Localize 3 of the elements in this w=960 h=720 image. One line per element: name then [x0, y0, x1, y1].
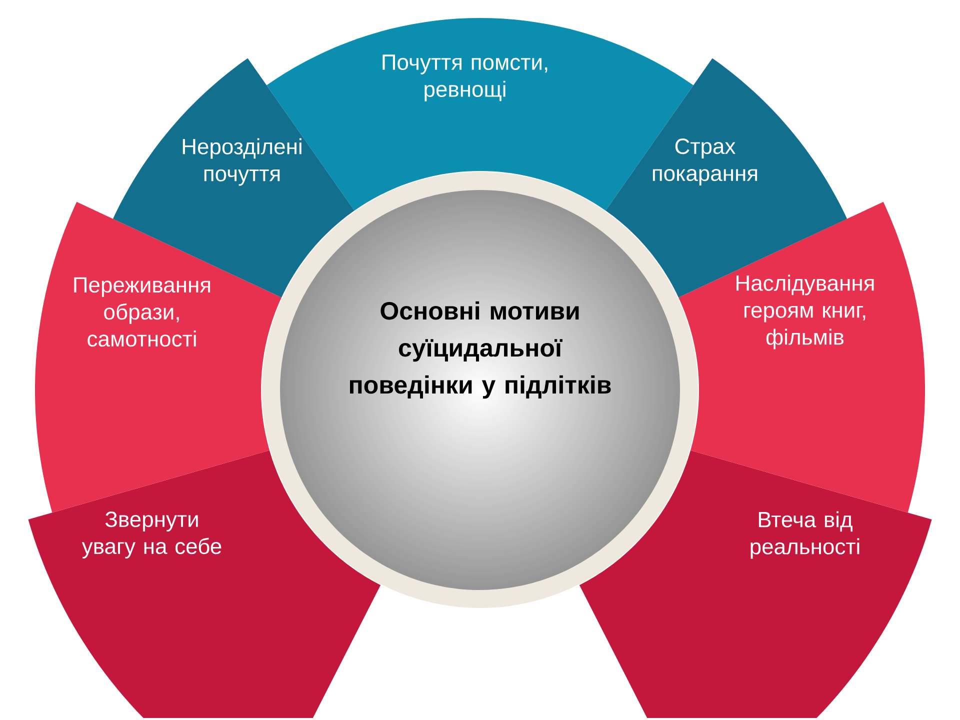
segment: Переживання образи, самотності: [35, 202, 282, 513]
segment: Втеча від реальності: [579, 450, 932, 718]
segment: Звернути увагу на себе: [28, 450, 381, 718]
